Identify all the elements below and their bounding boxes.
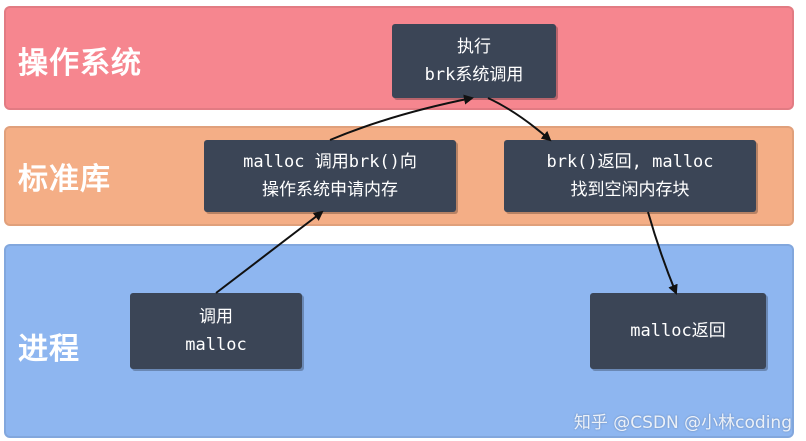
box-exec-line1: 执行 xyxy=(457,37,491,57)
layer-label-standard-library: 标准库 xyxy=(18,162,111,197)
watermark: 知乎 @CSDN @小林coding xyxy=(573,413,792,433)
box-malloc-return: malloc返回 xyxy=(590,293,766,369)
box-exec-brk-syscall: 执行 brk系统调用 xyxy=(392,24,556,98)
box-request-line1: malloc 调用brk()向 xyxy=(243,152,417,172)
box-call-line1: 调用 xyxy=(199,307,233,327)
box-brk-return: brk()返回, malloc 找到空闲内存块 xyxy=(504,140,756,212)
box-malloc-request: malloc 调用brk()向 操作系统申请内存 xyxy=(204,140,456,212)
box-brk-return-line2: 找到空闲内存块 xyxy=(570,180,690,200)
layer-label-process: 进程 xyxy=(18,332,80,367)
box-call-malloc: 调用 malloc xyxy=(130,293,302,369)
layer-label-os: 操作系统 xyxy=(18,46,142,81)
box-brk-return-line1: brk()返回, malloc xyxy=(546,152,714,172)
box-request-line2: 操作系统申请内存 xyxy=(262,180,398,200)
box-call-line2: malloc xyxy=(185,335,247,355)
box-malloc-return-line1: malloc返回 xyxy=(630,321,726,341)
box-exec-line2: brk系统调用 xyxy=(424,65,524,85)
